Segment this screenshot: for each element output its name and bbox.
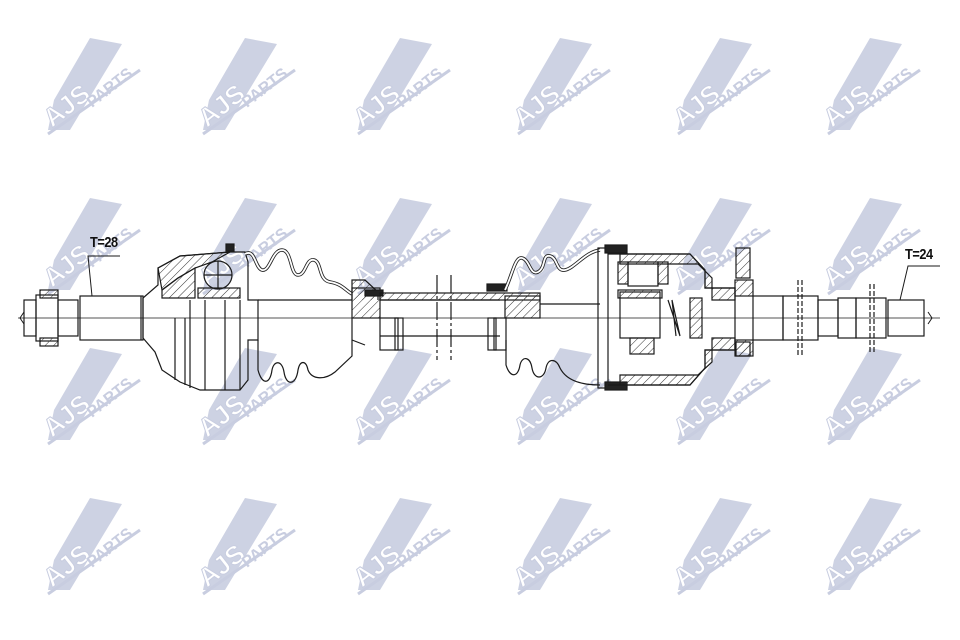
right-spline-end — [734, 247, 940, 357]
right-spline-count-label: T=24 — [905, 246, 933, 263]
shaft-geometry — [18, 243, 940, 391]
left-spline-count-label: T=28 — [90, 234, 118, 251]
inner-boot — [503, 248, 601, 386]
outer-boot — [244, 248, 353, 383]
outer-cv-joint — [142, 243, 259, 391]
inner-tripod-joint — [597, 244, 736, 391]
left-spline-end — [23, 255, 144, 347]
